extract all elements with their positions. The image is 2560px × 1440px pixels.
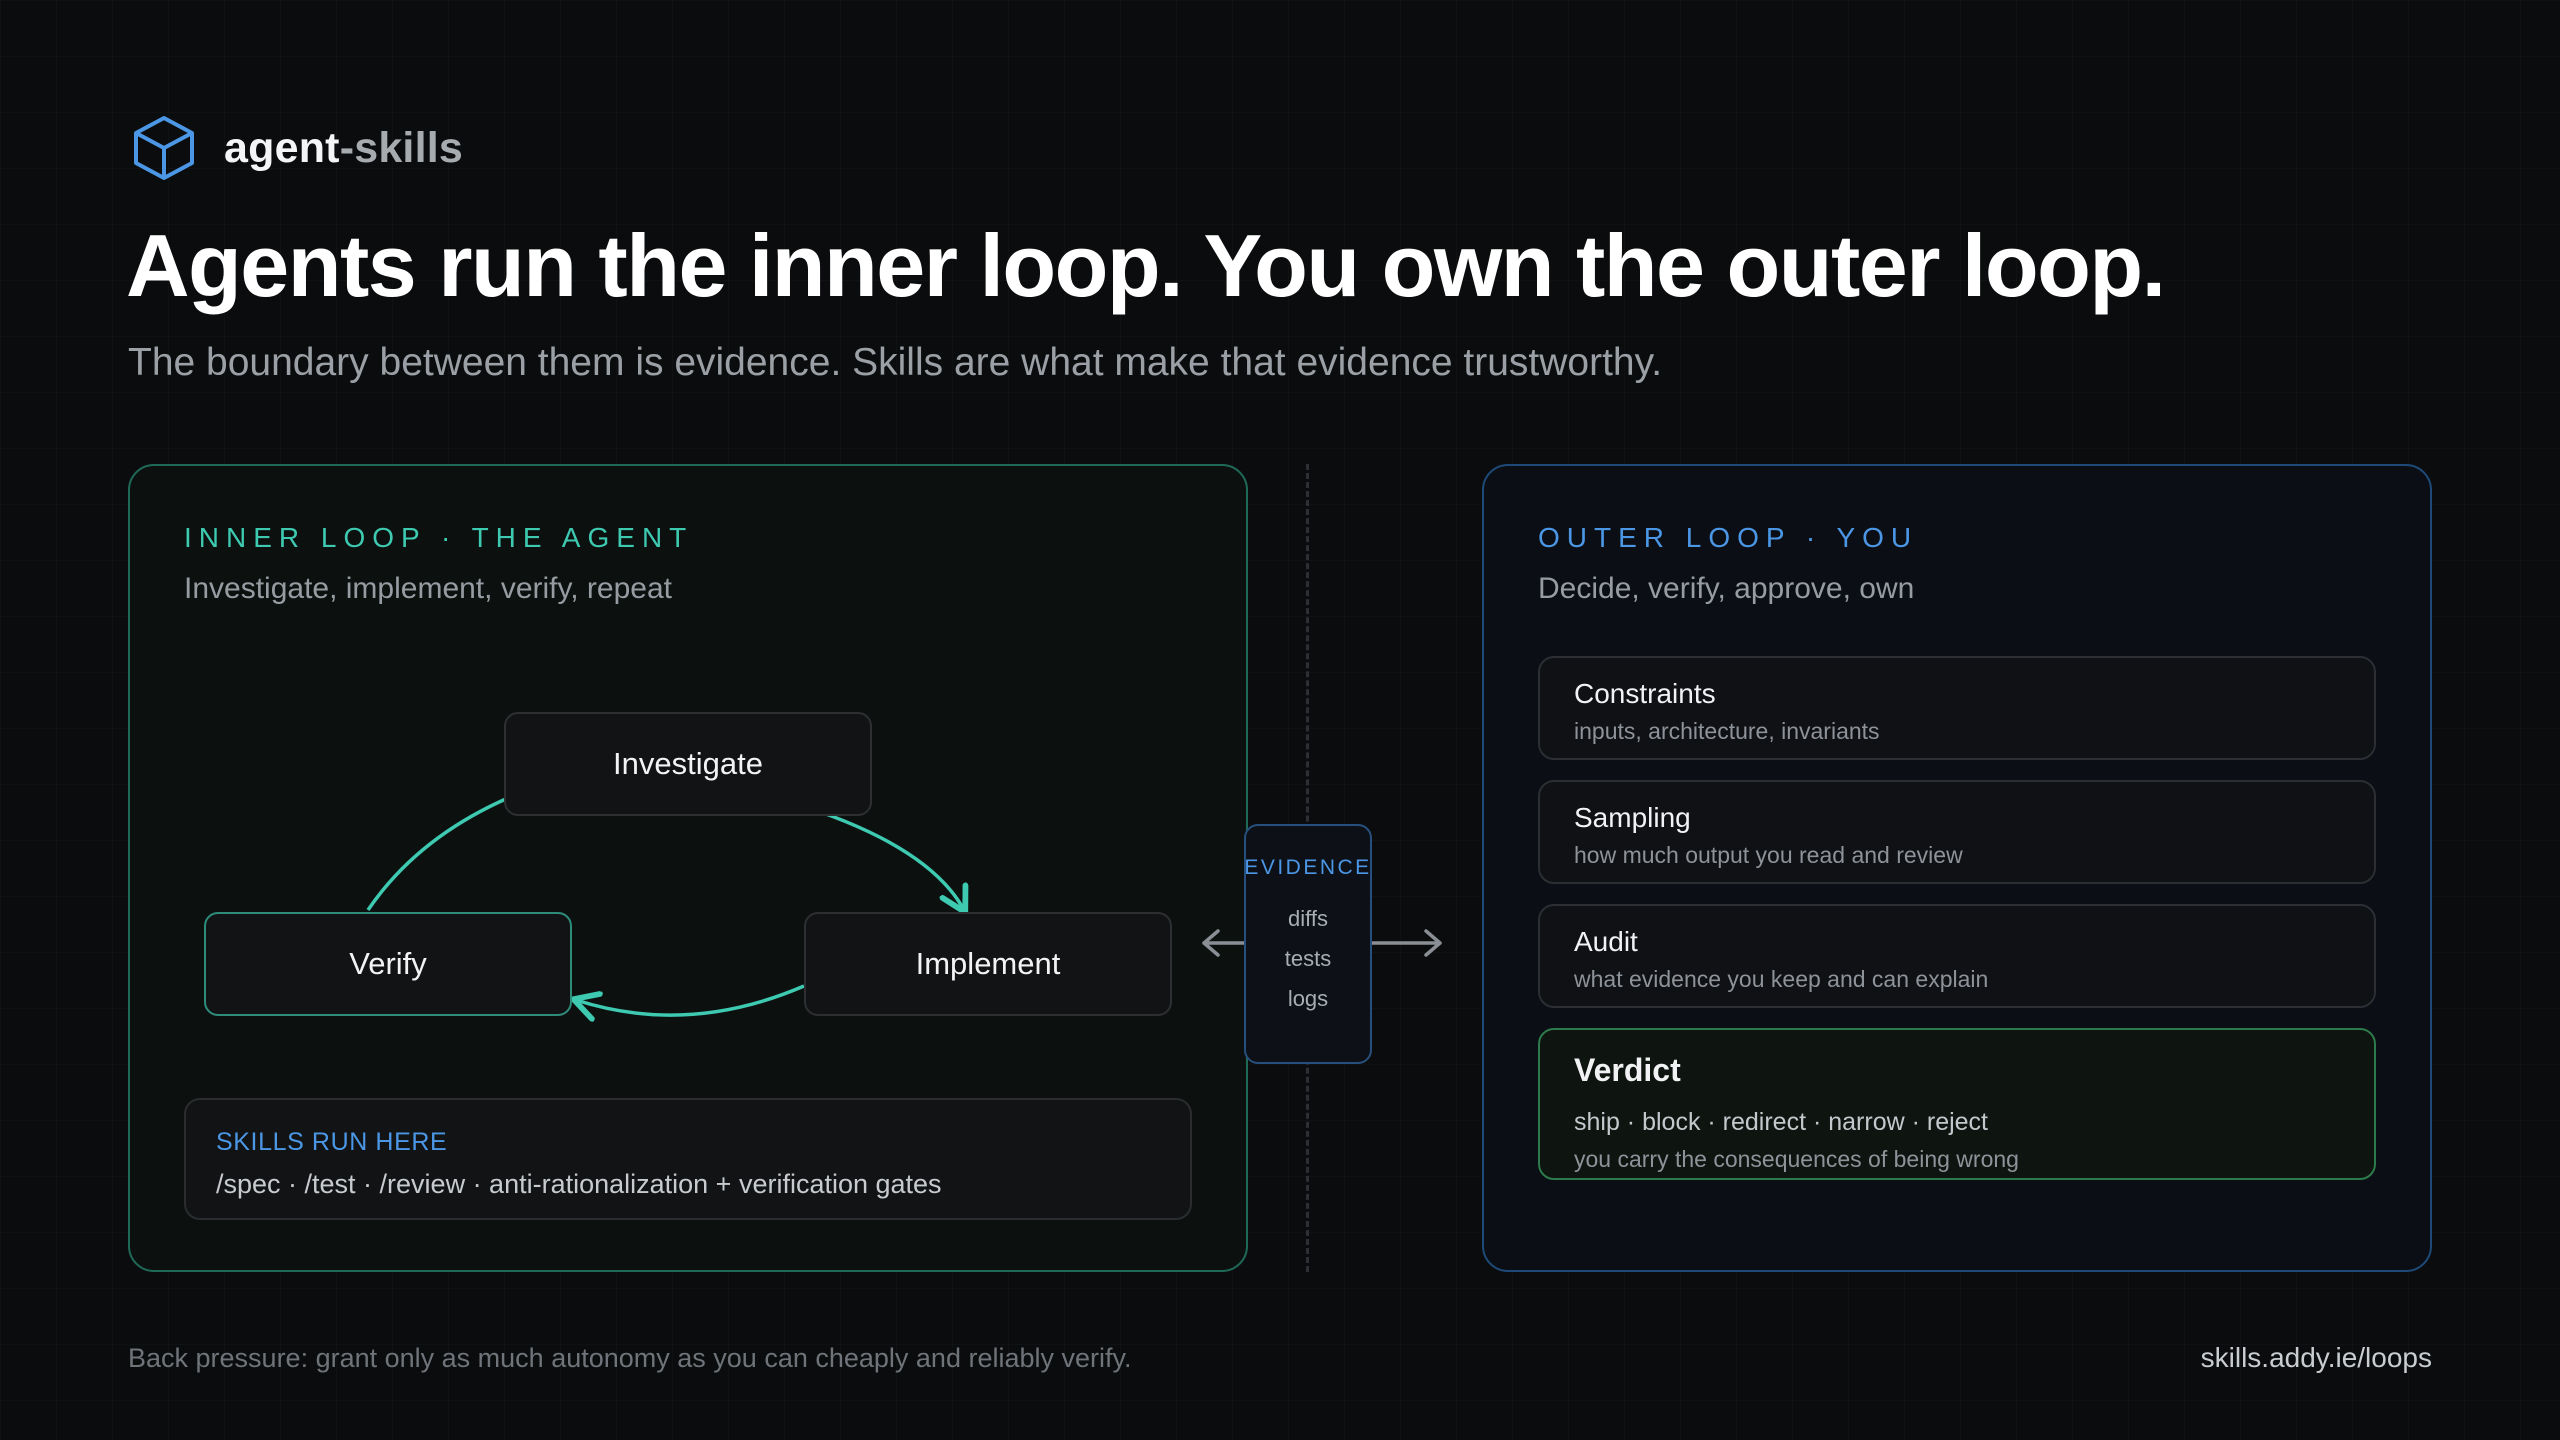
node-implement: Implement [804, 912, 1172, 1016]
page-subtitle: The boundary between them is evidence. S… [128, 341, 1663, 384]
brand-name: agent-skills [224, 120, 463, 176]
card-verdict-title: Verdict [1574, 1052, 1681, 1088]
outer-loop-eyebrow: OUTER LOOP · YOU [1538, 522, 1919, 553]
card-sampling-title: Sampling [1574, 802, 1691, 833]
skills-run-here-box [184, 1098, 1192, 1220]
outer-loop-tagline: Decide, verify, approve, own [1538, 572, 1915, 605]
card-verdict-note: you carry the consequences of being wron… [1574, 1146, 2019, 1172]
page-title: Agents run the inner loop. You own the o… [126, 216, 2166, 315]
node-verify: Verify [204, 912, 572, 1016]
card-constraints-subtitle: inputs, architecture, invariants [1574, 718, 1880, 744]
evidence-item-diffs: diffs [1288, 906, 1328, 931]
card-sampling [1538, 780, 2376, 884]
skills-box-title: SKILLS RUN HERE [216, 1128, 448, 1156]
evidence-item-tests: tests [1284, 946, 1332, 971]
card-constraints [1538, 656, 2376, 760]
inner-loop-tagline: Investigate, implement, verify, repeat [184, 572, 672, 605]
brand-name-part2: -skills [339, 124, 463, 172]
card-verdict [1538, 1028, 2376, 1180]
inner-loop-eyebrow: INNER LOOP · THE AGENT [184, 522, 694, 553]
brand-name-part1: agent [224, 124, 340, 172]
card-sampling-subtitle: how much output you read and review [1574, 842, 1963, 868]
card-audit-subtitle: what evidence you keep and can explain [1574, 966, 1989, 992]
arrow-right-icon [1370, 929, 1442, 957]
skills-box-text: /spec · /test · /review · anti-rationali… [216, 1169, 942, 1199]
evidence-box [1244, 824, 1372, 1064]
card-constraints-title: Constraints [1574, 678, 1716, 709]
evidence-item-logs: logs [1287, 986, 1329, 1011]
evidence-title: EVIDENCE [1244, 856, 1372, 879]
footer-link[interactable]: skills.addy.ie/loops [2200, 1342, 2432, 1373]
footer-note: Back pressure: grant only as much autono… [128, 1343, 1132, 1373]
card-audit [1538, 904, 2376, 1008]
node-investigate: Investigate [504, 712, 872, 816]
card-verdict-options: ship · block · redirect · narrow · rejec… [1574, 1108, 1989, 1136]
cube-icon [134, 116, 194, 180]
card-audit-title: Audit [1574, 926, 1638, 957]
